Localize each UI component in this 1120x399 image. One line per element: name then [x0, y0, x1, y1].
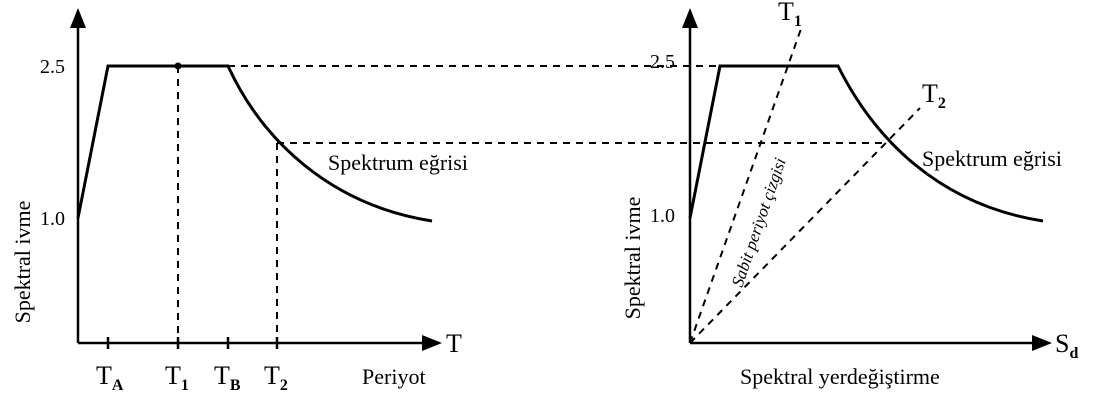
right-x-axis-arrow — [1032, 335, 1052, 351]
left-y-tick-top: 2.5 — [40, 56, 65, 78]
right-x-label: Spektral yerdeğiştirme — [740, 364, 940, 389]
left-y-axis-arrow — [70, 8, 86, 28]
left-x-tick-t1: T1 — [165, 361, 189, 394]
left-y-label: Spektral ivme — [10, 201, 35, 324]
left-x-axis-symbol: T — [446, 329, 462, 358]
right-t2-line — [689, 107, 921, 344]
constant-period-label: Sabit periyot çizgisi — [728, 155, 790, 289]
left-x-label: Periyot — [362, 364, 426, 389]
right-curve-label: Spektrum eğrisi — [922, 146, 1062, 171]
left-x-axis-arrow — [422, 335, 442, 351]
right-y-tick-top: 2.5 — [650, 51, 675, 73]
right-t2-label: T2 — [922, 79, 946, 112]
right-spectrum-curve — [688, 64, 1044, 223]
left-curve-label: Spektrum eğrisi — [328, 150, 468, 175]
left-y-tick-bottom: 1.0 — [40, 208, 65, 230]
right-t1-line — [689, 25, 803, 344]
right-x-axis-symbol: Sd — [1055, 329, 1078, 362]
right-panel: 2.5 1.0 Spektral ivme T1 T2 Sabit periyo… — [620, 0, 1078, 389]
left-x-tick-t2: T2 — [264, 361, 288, 394]
right-y-axis-arrow — [682, 8, 698, 28]
left-x-tick-ta: TA — [96, 361, 124, 394]
left-panel: 2.5 1.0 Spektral ivme T TA T1 TB T2 Peri… — [10, 8, 468, 394]
left-x-tick-tb: TB — [214, 361, 241, 394]
left-spectrum-curve — [76, 64, 433, 223]
right-t1-label: T1 — [778, 0, 802, 30]
right-y-label: Spektral ivme — [620, 197, 645, 320]
right-y-tick-bottom: 1.0 — [650, 205, 675, 227]
